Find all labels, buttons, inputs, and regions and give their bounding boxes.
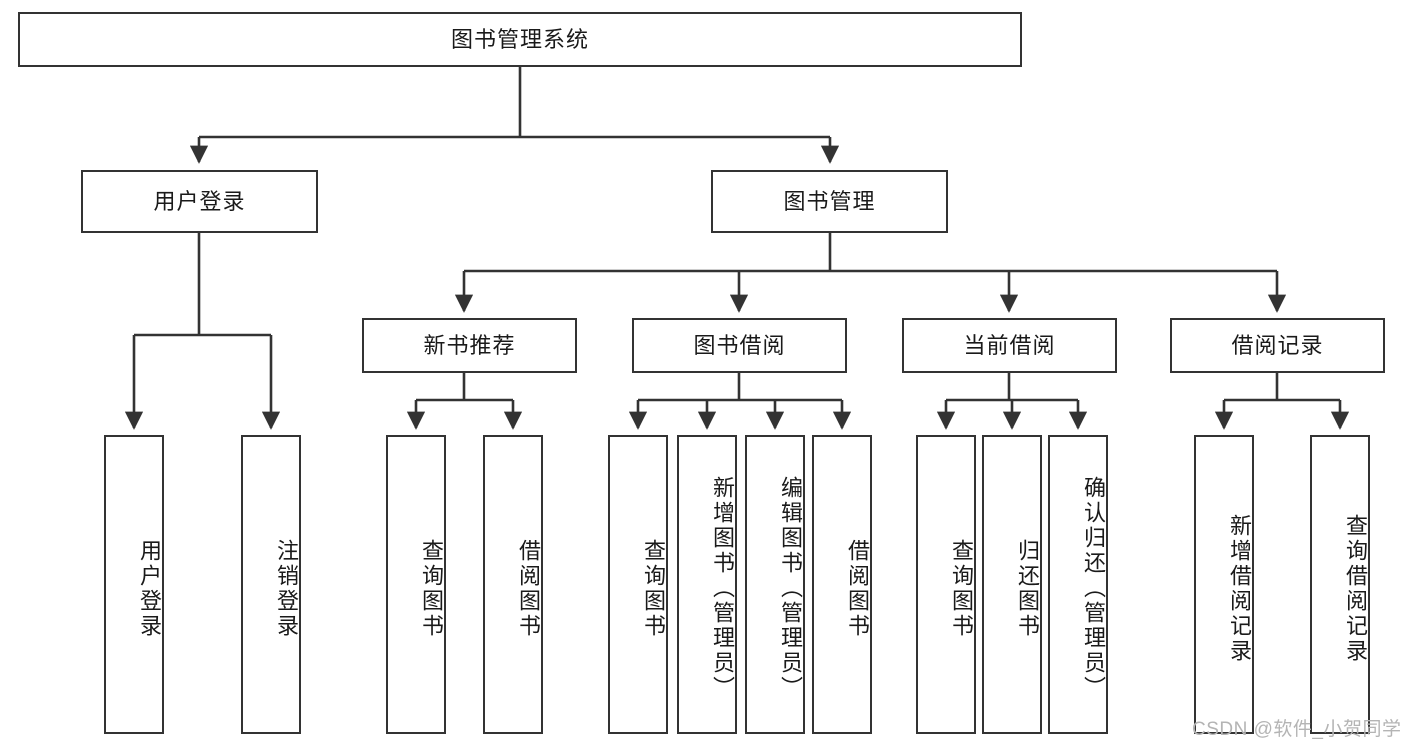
node-user-login[interactable]: 用户登录 [81,170,318,233]
leaf-query-book-borrow-label: 查询图书 [641,538,666,639]
leaf-logout-label: 注销登录 [274,538,299,639]
leaf-borrow-book-new-label: 借阅图书 [516,538,541,639]
leaf-confirm-return-admin-label: 确认归还（管理员） [1081,476,1106,701]
leaf-query-book-new[interactable]: 查询图书 [386,435,446,734]
leaf-user-login-label: 用户登录 [137,538,162,639]
leaf-borrow-book-label: 借阅图书 [845,538,870,639]
csdn-watermark: CSDN @软件_小贺同学 [1192,719,1402,740]
node-new-book-recommend-label: 新书推荐 [423,332,516,358]
leaf-borrow-book-new[interactable]: 借阅图书 [483,435,543,734]
node-current-borrow-label: 当前借阅 [963,332,1056,358]
node-root[interactable]: 图书管理系统 [18,12,1022,67]
node-new-book-recommend[interactable]: 新书推荐 [362,318,577,373]
leaf-query-borrow-record-label: 查询借阅记录 [1343,513,1368,664]
node-borrow-record-label: 借阅记录 [1231,332,1324,358]
leaf-confirm-return-admin[interactable]: 确认归还（管理员） [1048,435,1108,734]
node-root-label: 图书管理系统 [450,26,589,52]
node-book-borrow[interactable]: 图书借阅 [632,318,847,373]
leaf-return-book-label: 归还图书 [1015,538,1040,639]
leaf-add-borrow-record[interactable]: 新增借阅记录 [1194,435,1254,734]
node-borrow-record[interactable]: 借阅记录 [1170,318,1385,373]
leaf-add-book-admin[interactable]: 新增图书（管理员） [677,435,737,734]
node-book-manage-label: 图书管理 [783,188,876,214]
leaf-logout[interactable]: 注销登录 [241,435,301,734]
leaf-query-borrow-record[interactable]: 查询借阅记录 [1310,435,1370,734]
node-user-login-label: 用户登录 [153,188,246,214]
leaf-edit-book-admin[interactable]: 编辑图书（管理员） [745,435,805,734]
leaf-query-book-current[interactable]: 查询图书 [916,435,976,734]
leaf-query-book-borrow[interactable]: 查询图书 [608,435,668,734]
leaf-add-borrow-record-label: 新增借阅记录 [1227,513,1252,664]
node-book-manage[interactable]: 图书管理 [711,170,948,233]
leaf-borrow-book[interactable]: 借阅图书 [812,435,872,734]
leaf-add-book-admin-label: 新增图书（管理员） [710,476,735,701]
leaf-query-book-new-label: 查询图书 [419,538,444,639]
node-book-borrow-label: 图书借阅 [693,332,786,358]
leaf-user-login[interactable]: 用户登录 [104,435,164,734]
leaf-edit-book-admin-label: 编辑图书（管理员） [778,476,803,701]
leaf-return-book[interactable]: 归还图书 [982,435,1042,734]
node-current-borrow[interactable]: 当前借阅 [902,318,1117,373]
leaf-query-book-current-label: 查询图书 [949,538,974,639]
